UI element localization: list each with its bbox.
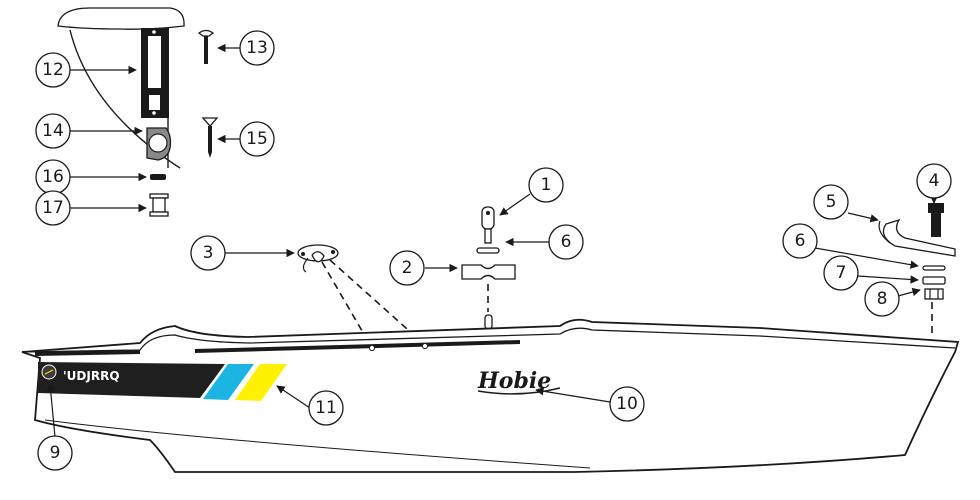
eyestrap-3 xyxy=(297,244,339,273)
clip-2 xyxy=(461,264,516,280)
callout-9: 9 xyxy=(37,435,73,471)
callout-3: 3 xyxy=(190,235,226,271)
svg-text:6: 6 xyxy=(561,232,572,252)
callout-15: 15 xyxy=(239,121,275,157)
svg-text:8: 8 xyxy=(877,289,888,309)
svg-text:14: 14 xyxy=(42,121,64,141)
svg-text:4: 4 xyxy=(929,171,940,191)
svg-text:13: 13 xyxy=(246,38,268,58)
decal-text: 'UDJRRQ xyxy=(63,369,120,383)
callout-13: 13 xyxy=(239,30,275,66)
screw-15 xyxy=(201,117,219,158)
callout-7: 7 xyxy=(823,255,859,291)
svg-text:17: 17 xyxy=(42,198,64,218)
svg-text:16: 16 xyxy=(42,167,64,187)
callout-11: 11 xyxy=(308,390,344,426)
rudder-head xyxy=(57,7,185,30)
callout-2: 2 xyxy=(389,250,425,286)
svg-text:9: 9 xyxy=(50,443,61,463)
rudder-assembly xyxy=(57,7,219,217)
stripe-yellow xyxy=(235,364,287,401)
washer-6-center xyxy=(476,247,500,254)
svg-text:5: 5 xyxy=(826,192,837,212)
decal-stripes: 'UDJRRQ xyxy=(38,362,287,401)
svg-text:11: 11 xyxy=(315,398,337,418)
callout-8: 8 xyxy=(864,281,900,317)
spool-17 xyxy=(149,193,169,217)
washer-16 xyxy=(150,174,166,180)
mounting-plate xyxy=(141,28,169,118)
callout-6-right: 6 xyxy=(782,223,818,259)
callout-12: 12 xyxy=(35,52,71,88)
callout-5: 5 xyxy=(813,184,849,220)
svg-text:7: 7 xyxy=(836,263,847,283)
stripe-dark xyxy=(38,362,225,398)
svg-text:10: 10 xyxy=(616,394,638,414)
bolt-4 xyxy=(928,203,944,237)
callout-6-center: 6 xyxy=(548,224,584,260)
svg-text:1: 1 xyxy=(541,175,552,195)
callout-16: 16 xyxy=(35,159,71,195)
nut-8 xyxy=(924,288,944,300)
bracket-5 xyxy=(878,218,956,257)
svg-text:12: 12 xyxy=(42,60,64,80)
bolt-13 xyxy=(197,29,215,64)
washer-7 xyxy=(922,276,946,285)
callout-1: 1 xyxy=(528,167,564,203)
pin-1-lower xyxy=(484,314,493,330)
callout-4: 4 xyxy=(916,163,952,199)
svg-text:15: 15 xyxy=(246,129,268,149)
stripe-cyan xyxy=(203,364,254,400)
pin-1 xyxy=(481,206,495,244)
callout-10: 10 xyxy=(609,386,645,422)
svg-text:2: 2 xyxy=(402,258,413,278)
svg-text:6: 6 xyxy=(795,231,806,251)
callout-14: 14 xyxy=(35,113,71,149)
callout-17: 17 xyxy=(35,190,71,226)
svg-text:3: 3 xyxy=(203,243,214,263)
bracket-14 xyxy=(146,127,172,161)
hull: 'UDJRRQ Hobie xyxy=(21,318,960,473)
washer-6-right xyxy=(922,265,946,271)
